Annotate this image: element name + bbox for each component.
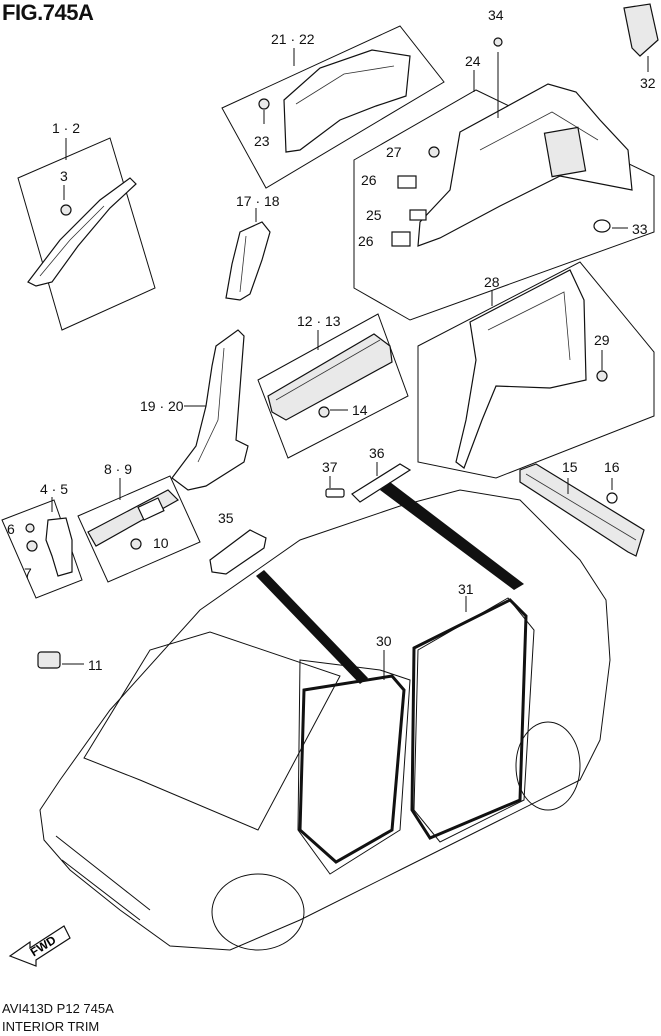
callout-24: 24 <box>465 53 481 69</box>
callout-10: 10 <box>153 535 169 551</box>
group-quarter-trim: 4 · 5 6 7 <box>1 481 83 599</box>
callout-3: 3 <box>60 168 68 184</box>
callout-28: 28 <box>484 274 500 290</box>
callout-17-18: 17 · 18 <box>236 193 280 209</box>
fwd-arrow-icon: FWD <box>8 925 71 967</box>
group-sill-front: 8 · 9 10 <box>77 461 201 583</box>
callout-26b: 26 <box>358 233 374 249</box>
callout-7: 7 <box>24 565 32 581</box>
callout-15: 15 <box>562 459 578 475</box>
callout-8-9: 8 · 9 <box>104 461 132 477</box>
callout-1-2: 1 · 2 <box>52 120 80 136</box>
group-sill-rear: 12 · 13 14 <box>257 313 409 459</box>
part-b-pillar-lower: 19 · 20 <box>140 329 249 491</box>
callout-12-13: 12 · 13 <box>297 313 341 329</box>
callout-37: 37 <box>322 459 338 475</box>
callout-6: 6 <box>7 521 15 537</box>
callout-27: 27 <box>386 144 402 160</box>
callout-34: 34 <box>488 7 504 23</box>
figure-name: INTERIOR TRIM <box>2 1019 100 1034</box>
callout-26a: 26 <box>361 172 377 188</box>
callout-35: 35 <box>218 510 234 526</box>
callout-31: 31 <box>458 581 474 597</box>
group-quarter-trim-rear: 28 29 <box>417 261 655 479</box>
figure-title: FIG.745A <box>2 0 94 25</box>
callout-30: 30 <box>376 633 392 649</box>
part-32-33: 32 33 <box>593 3 659 237</box>
group-quarter-upper: 21 · 22 23 <box>221 25 445 189</box>
callout-4-5: 4 · 5 <box>40 481 68 497</box>
callout-25: 25 <box>366 207 382 223</box>
callout-16: 16 <box>604 459 620 475</box>
part-11: 11 <box>37 651 103 673</box>
callout-29: 29 <box>594 332 610 348</box>
part-grips: 35 36 37 <box>209 445 412 575</box>
callout-19-20: 19 · 20 <box>140 398 184 414</box>
group-back-sill: 15 16 <box>519 459 645 557</box>
callout-11: 11 <box>88 657 103 673</box>
group-quarter-lower: 24 25 26 26 27 34 <box>353 7 655 321</box>
part-b-pillar-upper: 17 · 18 <box>225 193 280 301</box>
group-a-pillar: 1 · 2 3 <box>17 120 156 331</box>
callout-14: 14 <box>352 402 368 418</box>
callout-21-22: 21 · 22 <box>271 31 315 47</box>
callout-32: 32 <box>640 75 656 91</box>
clip-icon <box>60 204 72 216</box>
callout-33: 33 <box>632 221 648 237</box>
callout-23: 23 <box>254 133 270 149</box>
vehicle-outline: 30 31 <box>39 482 611 951</box>
figure-code: AVI413D P12 745A <box>2 1001 114 1016</box>
callout-36: 36 <box>369 445 385 461</box>
